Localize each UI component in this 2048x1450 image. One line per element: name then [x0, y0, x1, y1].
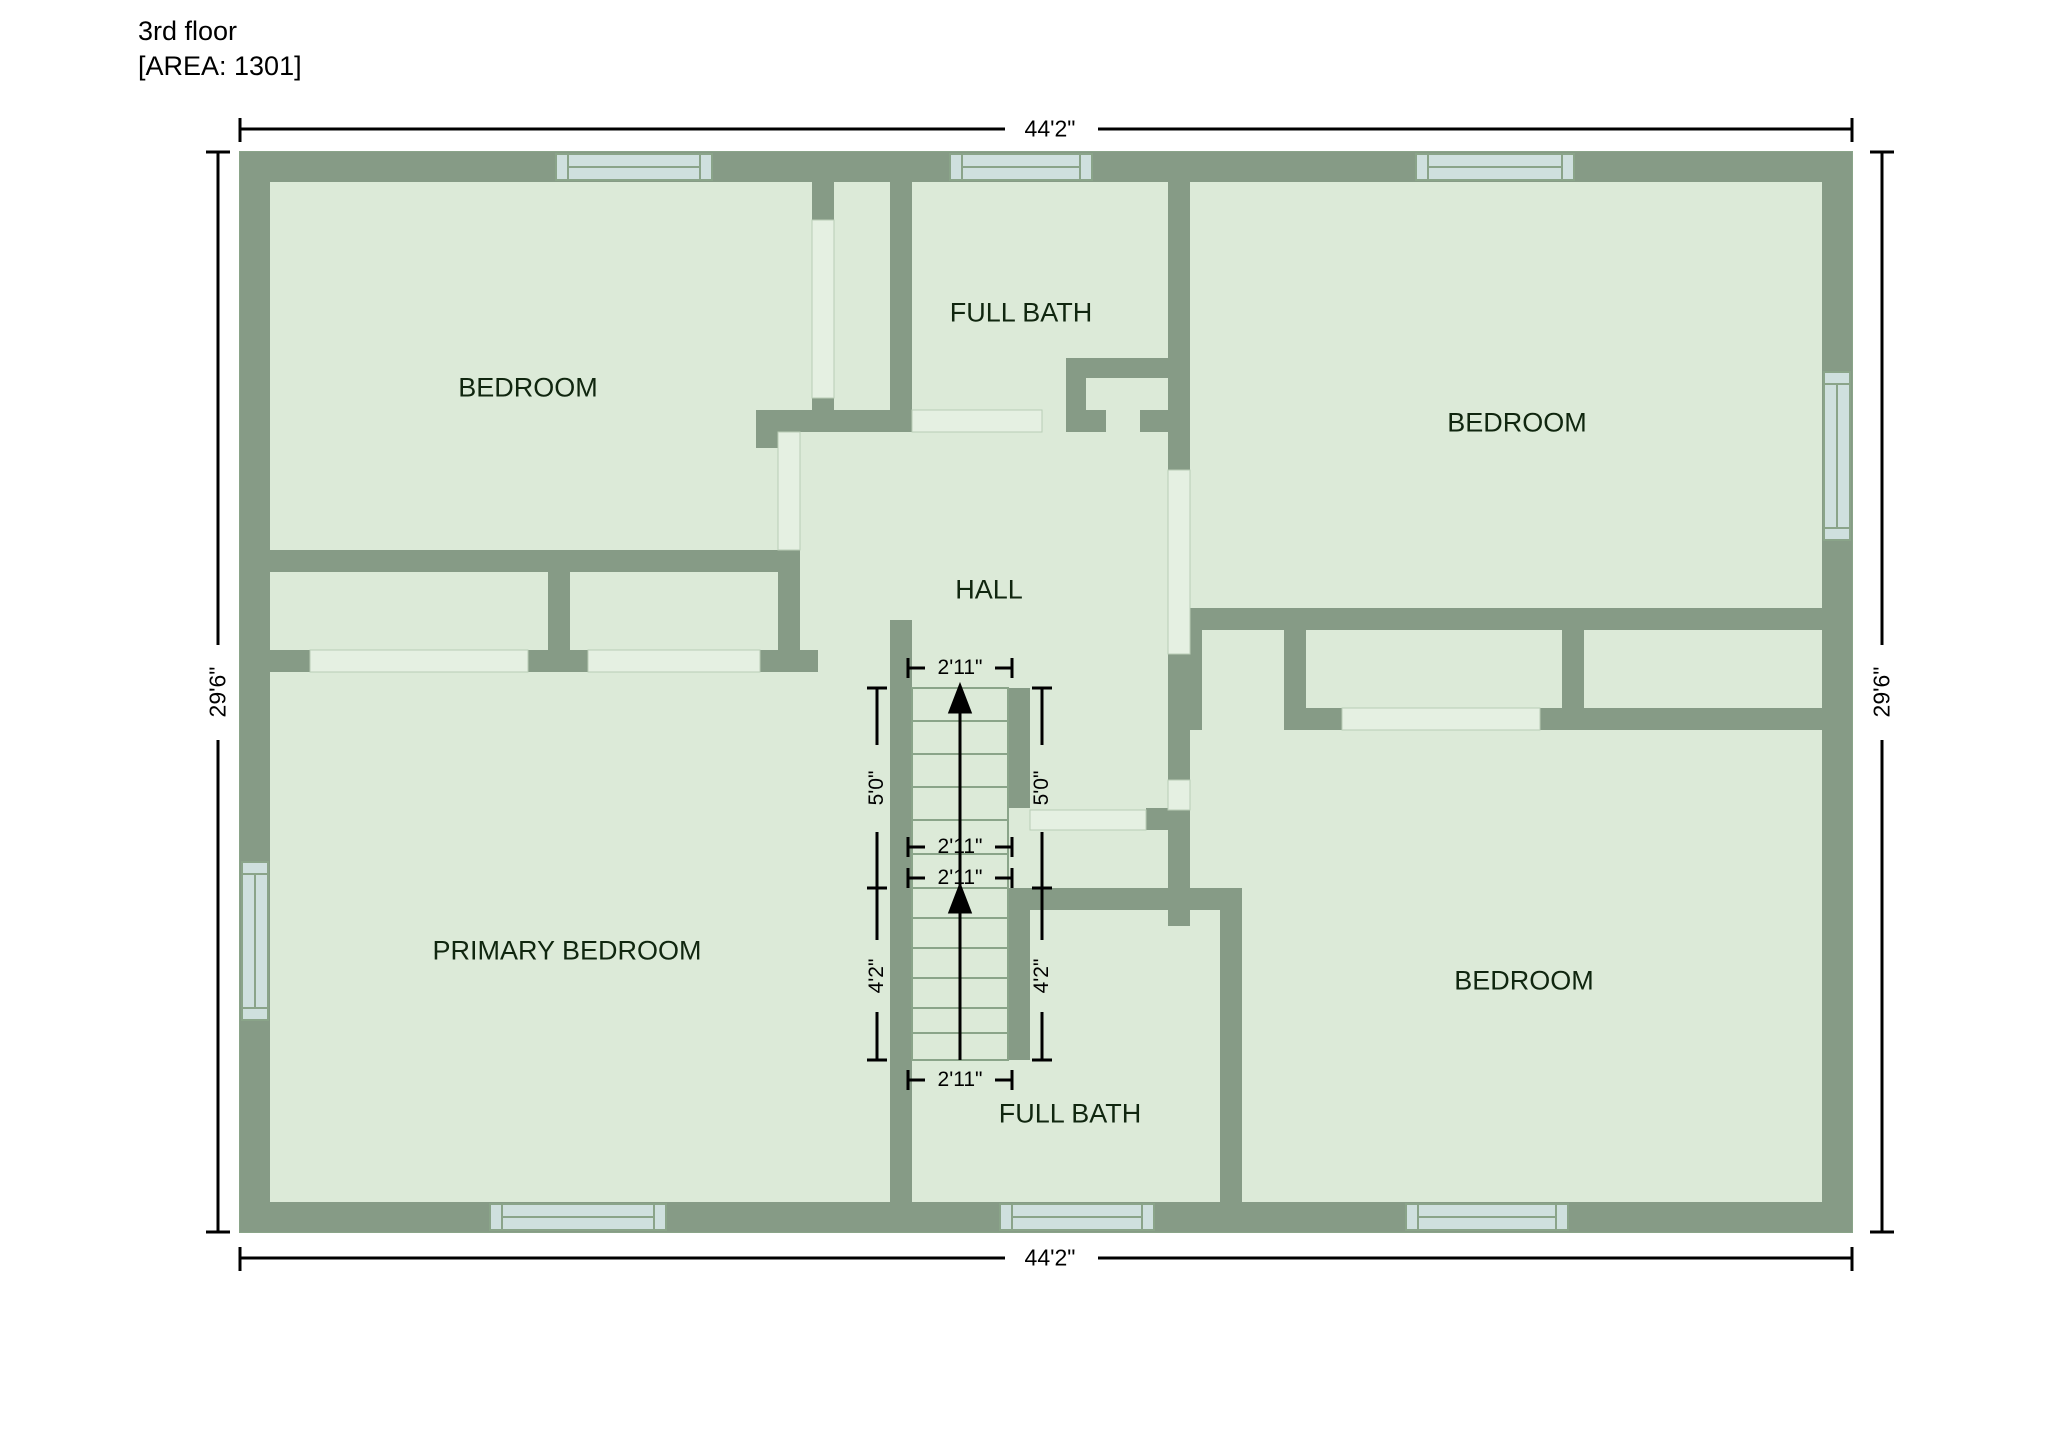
wall-stub-closetA-left	[262, 650, 310, 672]
stair-dim-lower-height-right: 4'2"	[1030, 958, 1053, 994]
staircase	[911, 681, 1009, 1061]
doorway-closetA	[309, 649, 529, 673]
wall-h-left-bedroom-bottom	[756, 410, 912, 432]
doorway-right-closetA	[1341, 707, 1541, 731]
doorway-lower-bath	[1029, 809, 1147, 831]
stair-direction-arrow-upper	[947, 681, 973, 888]
wall-h-right-closets-top	[1178, 608, 1846, 630]
wall-stub-hall-right	[1146, 808, 1190, 830]
room-label-full-bath-bottom: FULL BATH	[998, 1098, 1142, 1129]
wall-h-left-closets-top	[262, 550, 800, 572]
wall-v-right-closet-left	[1284, 608, 1306, 730]
wall-v-stair-right-lower	[1008, 888, 1030, 1060]
stair-dim-upper-height-left: 5'0"	[865, 770, 888, 806]
doorway-upper-bath	[911, 409, 1043, 433]
overall-dimension-lines	[206, 118, 1894, 1271]
stair-dimension-lines	[867, 658, 1052, 1090]
wall-v-upper-bath-right	[1168, 182, 1190, 432]
doorways	[309, 219, 1541, 831]
room-label-bedroom-top-right: BEDROOM	[1447, 407, 1587, 438]
doorway-hall-topright	[1167, 469, 1191, 655]
room-label-hall: HALL	[955, 574, 1023, 605]
dimension-label-top: 44'2"	[1024, 115, 1076, 142]
stair-dim-upper-width-top: 2'11"	[937, 656, 983, 679]
stair-dim-upper-height-right: 5'0"	[1030, 770, 1053, 806]
stair-dim-upper-width-bottom: 2'11"	[937, 835, 983, 858]
wall-stub-closet-mid	[528, 650, 588, 672]
room-label-bedroom-bottom-right: BEDROOM	[1454, 965, 1594, 996]
floor-title-block: 3rd floor [AREA: 1301]	[138, 14, 302, 83]
dimension-label-bottom: 44'2"	[1024, 1244, 1076, 1271]
interior-walls	[262, 182, 1852, 1232]
wall-h-right-closets-bottom	[1562, 708, 1852, 730]
wall-v-right-closet-right	[1562, 608, 1584, 730]
wall-v-left-closets-right	[778, 540, 800, 672]
doorway-closetB	[587, 649, 761, 673]
wall-stub-right-closetA	[1284, 708, 1342, 730]
wall-bath-closet-top	[1066, 358, 1170, 378]
wall-h-bath-bottom-right	[1140, 410, 1190, 432]
wall-stub-topleft-upper	[812, 182, 834, 220]
doorway-topleft-bedroom	[811, 219, 835, 399]
wall-v-left-closet-divider	[548, 550, 570, 672]
room-label-bedroom-top-left: BEDROOM	[458, 372, 598, 403]
room-label-primary-bedroom: PRIMARY BEDROOM	[432, 935, 702, 966]
exterior-windows	[241, 153, 1851, 1231]
dimension-label-left: 29'6"	[204, 666, 231, 718]
wall-v-hall-left-lower	[890, 1090, 912, 1232]
doorway-left-bedroom-hall	[777, 431, 801, 551]
wall-v-stair-right-upper	[1008, 688, 1030, 808]
floor-name: 3rd floor	[138, 16, 238, 46]
wall-bath-closet-stub	[1066, 410, 1106, 432]
doorway-topright-bedroom	[1167, 779, 1191, 811]
stair-dim-lower-width-bottom: 2'11"	[937, 1068, 983, 1091]
wall-h-lower-bath-top	[1030, 888, 1242, 910]
room-label-full-bath-top: FULL BATH	[949, 297, 1093, 328]
wall-v-bedroom-br-left	[1220, 910, 1242, 1232]
stair-dim-lower-width-top: 2'11"	[937, 866, 983, 889]
wall-v-hall-left	[890, 620, 912, 1090]
floor-area: [AREA: 1301]	[138, 50, 302, 81]
stair-direction-arrow-lower	[947, 881, 973, 1060]
stair-dim-lower-height-left: 4'2"	[865, 958, 888, 994]
dimension-label-right: 29'6"	[1868, 666, 1895, 718]
